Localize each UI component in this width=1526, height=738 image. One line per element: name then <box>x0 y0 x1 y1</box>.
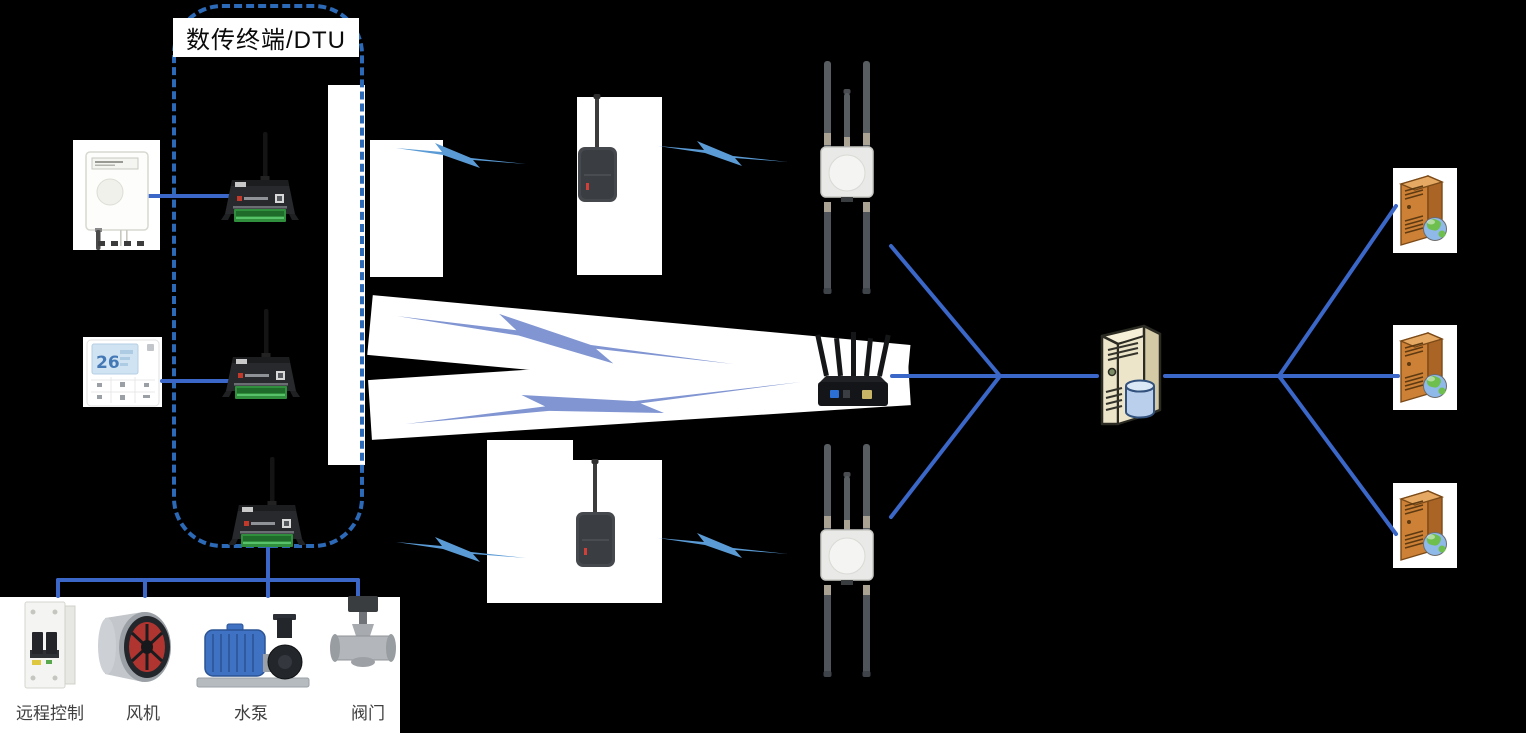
white-patch <box>328 85 365 465</box>
lightning-bolt-icon <box>396 537 526 562</box>
lightning-bolt-icon <box>404 346 803 458</box>
thermostat-icon: 26 <box>86 339 160 407</box>
bottom-strip <box>0 733 1526 738</box>
dtu-group-label: 数传终端/DTU <box>173 18 359 57</box>
wireless-repeater-icon <box>575 458 616 568</box>
line-ap-top-to-hub <box>889 244 1002 378</box>
circuit-breaker-icon <box>24 601 76 689</box>
dtu-icon <box>228 457 306 547</box>
dtu-icon <box>222 309 300 399</box>
fan-icon <box>98 612 171 682</box>
outdoor-ap-icon <box>820 443 874 678</box>
label-water-pump: 水泵 <box>234 704 268 723</box>
white-patch <box>370 140 443 277</box>
white-patch <box>487 440 573 603</box>
lightning-bolt-icon <box>395 307 736 371</box>
database-server-icon <box>1100 324 1162 426</box>
outdoor-ap-icon <box>820 60 874 295</box>
valve-icon <box>330 596 396 667</box>
wireless-repeater-icon <box>577 93 618 203</box>
wireless-router-icon <box>815 332 891 406</box>
line-to-webserver-top <box>1277 204 1398 378</box>
web-server-icon <box>1400 332 1448 403</box>
water-pump-icon <box>196 614 310 688</box>
web-server-icon <box>1400 175 1448 246</box>
lightning-bolt-icon <box>658 533 788 558</box>
temperature-humidity-sensor-icon <box>85 151 149 250</box>
label-remote-control: 远程控制 <box>16 704 84 723</box>
connection-lines <box>56 194 1400 598</box>
line-to-webserver-bottom <box>1277 374 1398 536</box>
label-valve: 阀门 <box>351 704 385 723</box>
sensor-caption-clipped <box>98 241 150 246</box>
lightning-bolt-icon <box>658 141 788 166</box>
thermostat-temp-display: 26 <box>96 353 120 373</box>
lightning-bolt-icon <box>396 143 526 168</box>
dtu-icon <box>221 132 299 222</box>
web-server-icon <box>1400 490 1448 561</box>
wireless-links <box>395 141 803 562</box>
label-fan: 风机 <box>126 704 160 723</box>
line-ap-bottom-to-hub <box>889 374 1002 519</box>
